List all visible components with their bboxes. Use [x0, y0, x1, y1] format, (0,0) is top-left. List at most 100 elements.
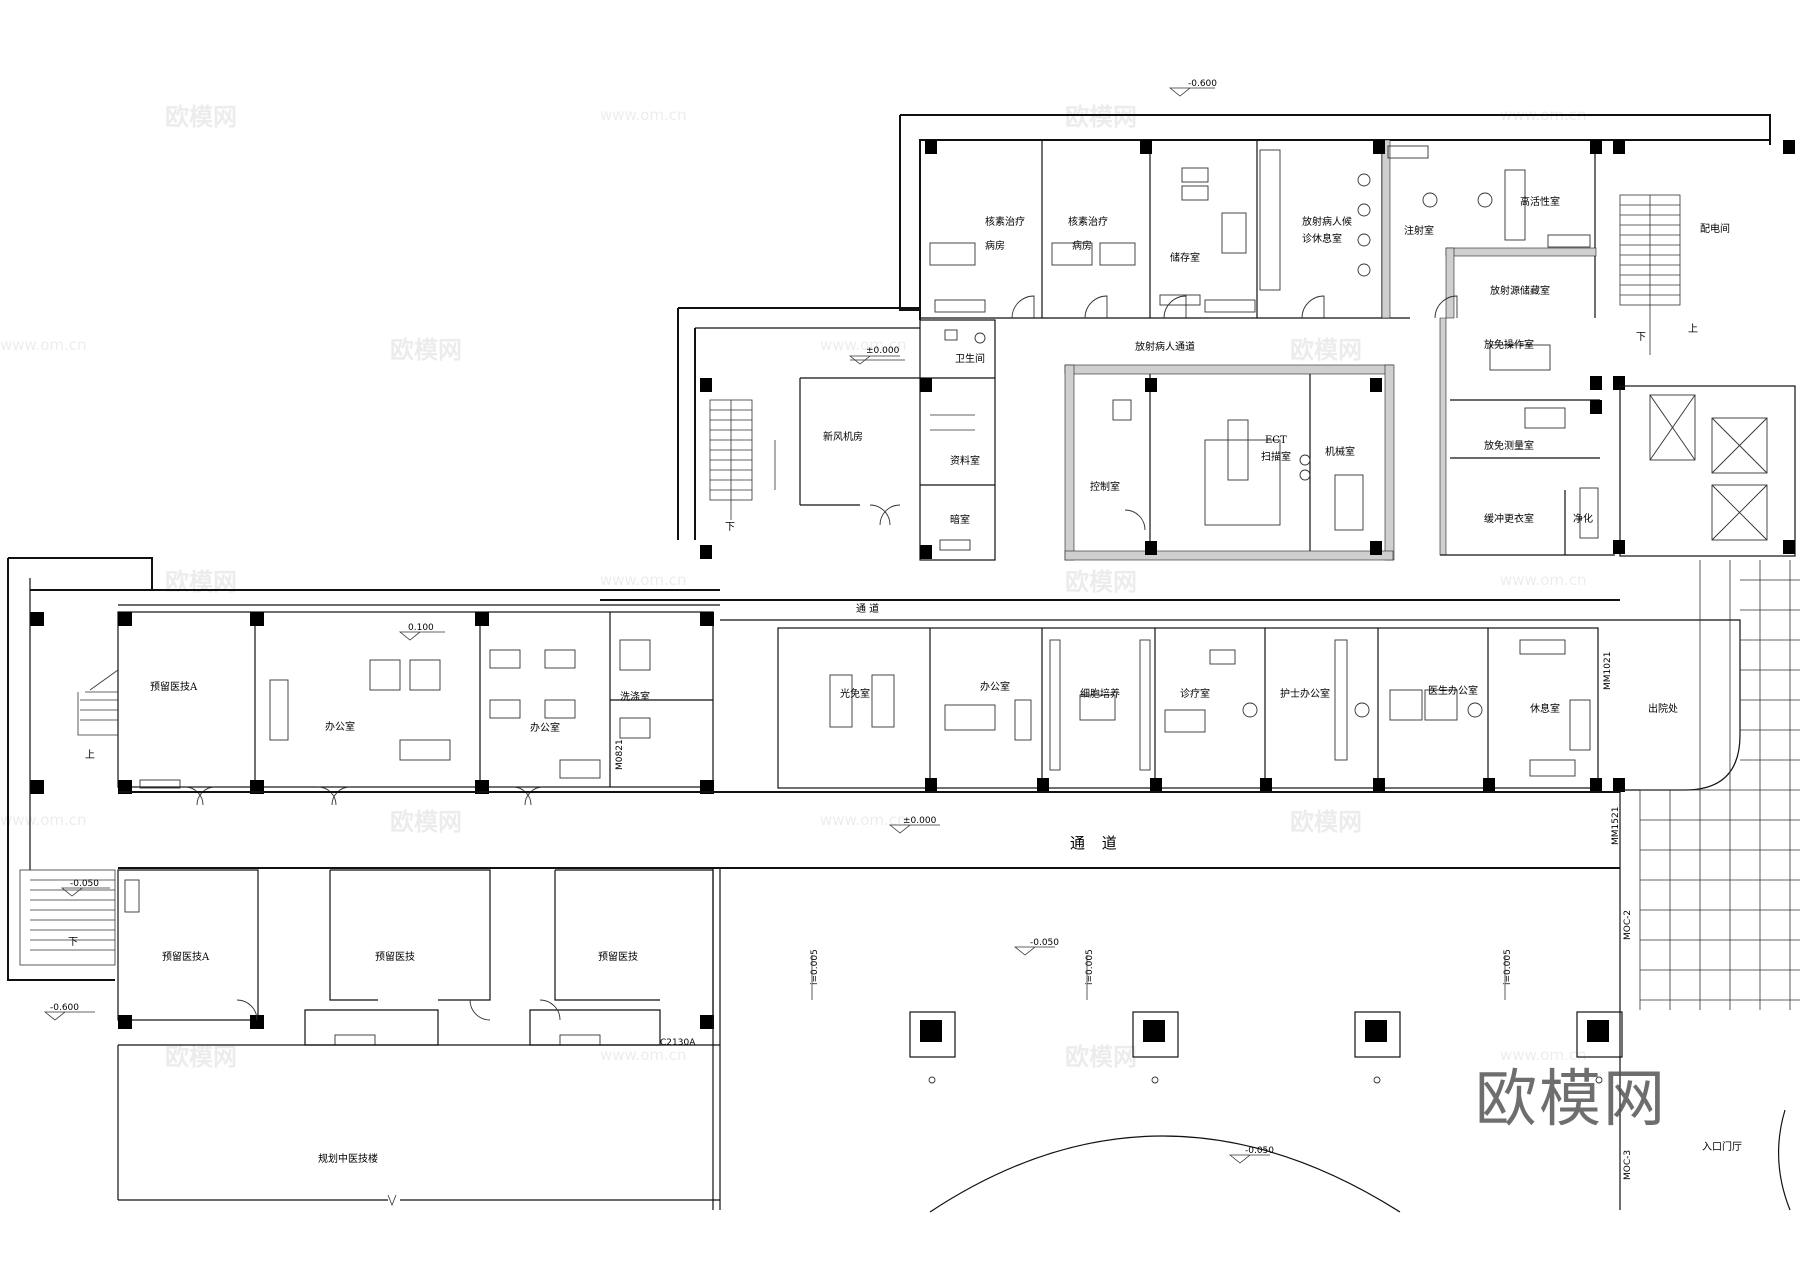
north-east-stair: 下 上	[1619, 194, 1698, 355]
west-wing-upper: 预留医技A 办公室 办公室 洗涤室 0.100 M0821	[30, 589, 720, 806]
room-label: 核素治疗	[1068, 215, 1108, 228]
watermark-url: www.om.cn	[820, 336, 907, 354]
watermark-url: www.om.cn	[600, 106, 687, 124]
room-label: 病房	[985, 239, 1005, 252]
watermark-logo: 欧模网	[390, 336, 462, 364]
elevation-left-outer: -0.600	[50, 1003, 79, 1013]
room-clinic: 诊疗室	[1180, 687, 1210, 700]
corridor-upper: 通 道	[856, 602, 879, 615]
room-injection: 注射室	[1404, 224, 1434, 237]
corridor-radio-patient: 放射病人通道	[1135, 340, 1195, 353]
room-clean: 净化	[1573, 512, 1593, 525]
room-nuclide-ward-2: 核素治疗病房	[1068, 215, 1108, 252]
north-wing: 核素治疗病房 核素治疗病房 储存室 放射病人候诊休息室 注射室 高活性室 放射源…	[899, 114, 1795, 390]
room-office-1: 办公室	[325, 720, 355, 733]
door-code-mm1021: MM1021	[1603, 652, 1613, 690]
room-buffer-change: 缓冲更衣室	[1484, 512, 1534, 525]
watermark-url: www.om.cn	[0, 336, 87, 354]
room-archive: 资料室	[950, 454, 980, 467]
room-label: 放射病人候	[1302, 215, 1352, 228]
room-cell-culture: 细胞培养	[1080, 687, 1120, 700]
slope-3: i=0.005	[1503, 949, 1513, 985]
watermark-url: www.om.cn	[0, 811, 87, 829]
watermark-big-logo: 欧模网	[1475, 1062, 1667, 1135]
stair-up-label: 上	[85, 749, 95, 761]
stair-down-label: 下	[1636, 332, 1646, 343]
room-darkroom: 暗室	[950, 513, 970, 526]
room-label: 扫描室	[1261, 450, 1291, 463]
room-immuno-measure: 放免测量室	[1484, 439, 1534, 452]
watermark-url: www.om.cn	[820, 811, 907, 829]
room-office-2: 办公室	[530, 721, 560, 734]
service-rooms: 卫生间 资料室 暗室	[919, 319, 996, 561]
south-west-rooms: 预留医技A 预留医技 预留医技 规划中医技楼 C2130A	[117, 869, 720, 1207]
room-power: 配电间	[1700, 222, 1730, 235]
room-lounge: 休息室	[1530, 702, 1560, 715]
room-radio-storage: 放射源储藏室	[1490, 284, 1550, 297]
elevation-left-stair: -0.050	[70, 879, 99, 889]
watermark-logo: 欧模网	[1065, 1043, 1137, 1071]
room-label: 病房	[1072, 239, 1092, 252]
room-storage: 储存室	[1170, 251, 1200, 264]
watermark-logo: 欧模网	[1290, 336, 1362, 364]
room-reserved-2: 预留医技	[598, 950, 638, 963]
room-nuclide-ward-1: 核素治疗病房	[985, 215, 1025, 252]
room-toilet: 卫生间	[955, 352, 985, 365]
slope-1: i=0.005	[810, 949, 820, 985]
ventilation-block: 下 新风机房 ±0.000	[677, 307, 920, 559]
watermark-url: www.om.cn	[1500, 1046, 1587, 1064]
door-code-m0821: M0821	[615, 739, 625, 770]
room-discharge: 出院处	[1648, 702, 1678, 715]
top-elevation-mark: -0.600	[1168, 79, 1217, 97]
door-code-mm1521: MM1521	[1611, 807, 1621, 845]
room-ventilation: 新风机房	[823, 430, 863, 443]
elevation-plaza-1: -0.050	[1030, 938, 1059, 948]
room-label: ECT	[1265, 435, 1287, 446]
elevation-office: 0.100	[408, 623, 434, 633]
door-code-c2130a: C2130A	[660, 1038, 696, 1048]
stair-down-label: 下	[725, 522, 735, 533]
stair-up-label: 上	[1688, 323, 1698, 335]
main-corridor: 通 道 ±0.000 MM1521	[118, 791, 1621, 869]
watermark-logo: 欧模网	[165, 568, 237, 596]
elevation-corridor: ±0.000	[903, 816, 937, 826]
watermark-url: www.om.cn	[600, 571, 687, 589]
room-reserved-a-bottom: 预留医技A	[162, 950, 210, 963]
east-entrance: 入口门厅 MOC-2 MOC-3	[1619, 560, 1800, 1211]
elevation-plaza-2: -0.050	[1245, 1146, 1274, 1156]
watermark-logo: 欧模网	[1065, 103, 1137, 131]
watermark-logo: 欧模网	[1290, 808, 1362, 836]
door-code-moc3: MOC-3	[1623, 1150, 1633, 1180]
watermark-url: www.om.cn	[600, 1046, 687, 1064]
room-hot-lab: 高活性室	[1520, 195, 1560, 208]
elevation-stair-hall: ±0.000	[866, 346, 900, 356]
room-doctor-office: 医生办公室	[1428, 684, 1478, 697]
room-entrance-hall: 入口门厅	[1702, 1140, 1742, 1153]
room-machine: 机械室	[1325, 445, 1355, 458]
room-control: 控制室	[1090, 480, 1120, 493]
watermark-logo: 欧模网	[1065, 568, 1137, 596]
room-label: 核素治疗	[985, 215, 1025, 228]
watermark-logo: 欧模网	[390, 808, 462, 836]
room-ect-scan: ECT 扫描室	[1261, 435, 1291, 463]
room-nurse-office: 护士办公室	[1280, 687, 1330, 700]
slope-2: i=0.005	[1085, 949, 1095, 985]
corridor-main: 通 道	[1070, 834, 1123, 852]
room-planned-building: 规划中医技楼	[318, 1152, 378, 1165]
watermark-logo: 欧模网	[165, 103, 237, 131]
room-reserved-1: 预留医技	[375, 950, 415, 963]
watermark-url: www.om.cn	[1500, 571, 1587, 589]
room-office-3: 办公室	[980, 680, 1010, 693]
middle-wing: 通 道 光免室 办公室 细胞培养 诊	[600, 599, 1741, 792]
watermark-layer: 欧模网 www.om.cn 欧模网 www.om.cn www.om.cn 欧模…	[0, 103, 1587, 1071]
room-patient-waiting: 放射病人候诊休息室	[1302, 215, 1352, 245]
ect-block: 控制室 ECT 扫描室 机械室	[1064, 364, 1395, 561]
watermark-logo: 欧模网	[165, 1043, 237, 1071]
west-stair: 上 下 -0.050 -0.600	[7, 557, 153, 1021]
room-label: 诊休息室	[1302, 232, 1342, 245]
immuno-block: 放免操作室 放免测量室 缓冲更衣室 净化	[1439, 317, 1615, 556]
elevation-top: -0.600	[1188, 79, 1217, 89]
room-reserved-a-top: 预留医技A	[150, 680, 198, 693]
room-immuno-op: 放免操作室	[1484, 338, 1534, 351]
room-washroom: 洗涤室	[620, 690, 650, 703]
